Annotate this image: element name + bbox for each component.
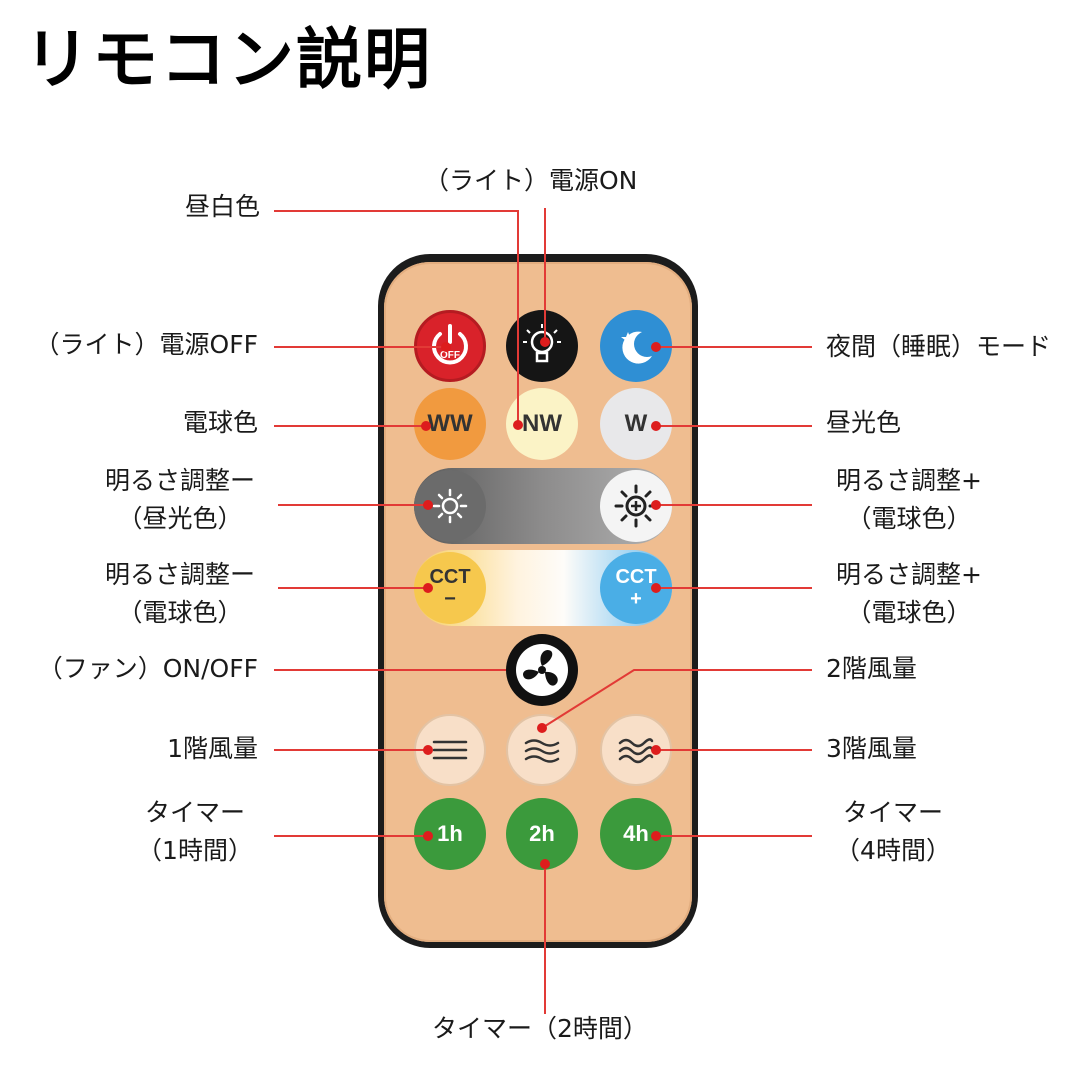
label-timer-1h: タイマー （1時間） — [137, 798, 253, 865]
timer-1h-label: 1h — [437, 821, 463, 846]
w-button-label: W — [624, 410, 648, 437]
cct-minus-sign: − — [444, 588, 456, 610]
label-bright-down-2: 明るさ調整ー （電球色） — [104, 560, 255, 627]
power-icon: OFF — [432, 324, 468, 365]
sun-small-icon — [432, 488, 468, 524]
label-timer-4h: タイマー （4時間） — [835, 798, 951, 865]
fan-speed-3-button[interactable] — [600, 714, 672, 786]
label-fan-speed-1: 1階風量 — [167, 734, 258, 763]
fan-onoff-button[interactable] — [506, 634, 578, 706]
label-fan-speed-3: 3階風量 — [826, 734, 917, 763]
sun-large-icon — [614, 484, 658, 528]
power-off-button[interactable]: OFF — [414, 310, 486, 382]
nw-button[interactable]: NW — [506, 388, 578, 460]
fan-speed-2-button[interactable] — [506, 714, 578, 786]
cct-plus-label: CCT — [615, 566, 657, 588]
light-bulb-icon — [523, 324, 561, 363]
fan-icon — [516, 644, 568, 696]
label-power-on: （ライト）電源ON — [424, 166, 638, 195]
label-warm-color: 電球色 — [182, 408, 258, 437]
nw-button-label: NW — [522, 410, 562, 437]
timer-1h-button[interactable]: 1h — [414, 798, 486, 870]
page-title: リモコン説明 — [24, 21, 432, 98]
brightness-down-button[interactable] — [414, 470, 486, 542]
ww-button-label: WW — [427, 410, 473, 437]
brightness-up-button[interactable] — [600, 470, 672, 542]
label-power-off: （ライト）電源OFF — [34, 330, 258, 359]
ww-button[interactable]: WW — [414, 388, 486, 460]
timer-4h-label: 4h — [623, 821, 649, 846]
wind-strong-icon — [618, 738, 654, 764]
svg-text:OFF: OFF — [440, 350, 460, 361]
label-daylight-color: 昼光色 — [826, 408, 902, 437]
timer-2h-button[interactable]: 2h — [506, 798, 578, 870]
w-button[interactable]: W — [600, 388, 672, 460]
label-timer-2h: タイマー（2時間） — [432, 1014, 648, 1043]
timer-2h-label: 2h — [529, 821, 555, 846]
label-daylight-white: 昼白色 — [184, 192, 260, 221]
cct-minus-button[interactable]: CCT − — [414, 552, 486, 624]
label-bright-up-1: 明るさ調整+ （電球色） — [836, 466, 982, 533]
label-bright-up-2: 明るさ調整+ （電球色） — [836, 560, 982, 627]
cct-minus-label: CCT — [429, 566, 471, 588]
label-night-mode: 夜間（睡眠）モード — [826, 332, 1052, 361]
wind-waves-icon — [524, 739, 560, 763]
moon-star-icon — [621, 331, 652, 364]
wind-lines-icon — [432, 740, 468, 760]
night-mode-button[interactable] — [600, 310, 672, 382]
timer-4h-button[interactable]: 4h — [600, 798, 672, 870]
label-bright-down-1: 明るさ調整ー （昼光色） — [104, 466, 255, 533]
power-on-button[interactable] — [506, 310, 578, 382]
label-fan-onoff: （ファン）ON/OFF — [37, 654, 258, 683]
fan-speed-1-button[interactable] — [414, 714, 486, 786]
cct-plus-sign: + — [630, 588, 642, 610]
cct-plus-button[interactable]: CCT + — [600, 552, 672, 624]
label-fan-speed-2: 2階風量 — [826, 654, 917, 683]
